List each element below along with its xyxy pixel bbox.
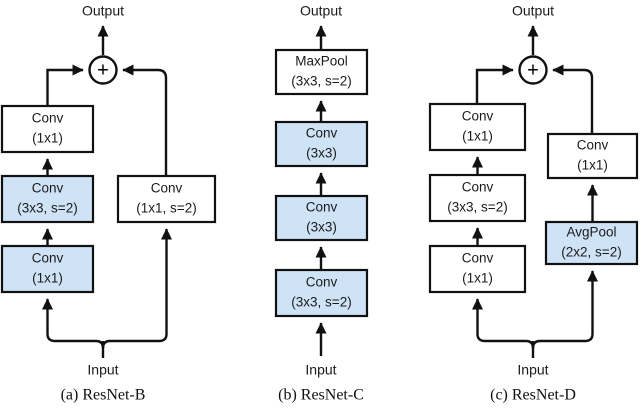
block-line2: (1x1) xyxy=(462,129,493,144)
output-label: Output xyxy=(300,3,342,19)
block-conv-3x3-second: Conv (3x3) xyxy=(274,194,369,242)
input-label: Input xyxy=(517,362,548,378)
block-line2: (1x1, s=2) xyxy=(136,201,196,216)
block-conv-3x3-s2: Conv (3x3, s=2) xyxy=(274,268,369,318)
block-conv-1x1-top: Conv (1x1) xyxy=(0,104,95,154)
block-line1: Conv xyxy=(32,251,64,266)
block-line2: (1x1) xyxy=(32,271,63,286)
block-conv-1x1-bottom: Conv (1x1) xyxy=(0,244,95,294)
block-line1: Conv xyxy=(306,126,338,141)
block-conv-3x3-s2: Conv (3x3, s=2) xyxy=(428,173,527,223)
block-rect xyxy=(428,244,527,294)
panel-resnet-c: Output MaxPool (3x3, s=2) Conv (3x3) Con… xyxy=(274,3,369,404)
block-rect xyxy=(0,104,95,154)
block-line1: Conv xyxy=(577,138,609,153)
input-label: Input xyxy=(305,362,336,378)
block-line2: (3x3) xyxy=(306,220,337,235)
block-line1: Conv xyxy=(462,109,494,124)
panel-resnet-d: Output + Conv (1x1) Conv (3x3, s=2) Conv… xyxy=(428,3,639,404)
block-maxpool-3x3-s2: MaxPool (3x3, s=2) xyxy=(274,48,369,96)
merge-plus-symbol: + xyxy=(97,60,109,82)
panel-resnet-b: Output + Conv (1x1) Conv (3x3, s=2) Conv… xyxy=(0,3,217,404)
wire-shortcut-to-merge xyxy=(122,64,168,176)
block-rect xyxy=(274,48,369,96)
panel-caption: (b) ResNet-C xyxy=(278,387,364,404)
block-line2: (3x3) xyxy=(306,146,337,161)
block-line2: (1x1) xyxy=(462,271,493,286)
block-line2: (3x3, s=2) xyxy=(291,74,351,89)
block-line1: Conv xyxy=(151,181,183,196)
panel-caption: (c) ResNet-D xyxy=(490,387,576,404)
block-conv-3x3-third: Conv (3x3) xyxy=(274,120,369,168)
output-label: Output xyxy=(512,3,554,19)
block-line1: Conv xyxy=(306,275,338,290)
wire-left-branch-to-merge xyxy=(46,64,84,106)
block-line2: (1x1) xyxy=(577,158,608,173)
block-line2: (2x2, s=2) xyxy=(561,245,621,260)
input-label: Input xyxy=(87,362,118,378)
block-rect xyxy=(0,244,95,294)
block-conv-1x1-shortcut: Conv (1x1) xyxy=(546,132,639,180)
output-label: Output xyxy=(82,3,124,19)
block-line1: AvgPool xyxy=(566,225,616,240)
block-line1: Conv xyxy=(462,180,494,195)
block-rect xyxy=(428,173,527,223)
block-rect xyxy=(116,174,217,224)
block-line1: Conv xyxy=(306,200,338,215)
wire-input-to-avgpool xyxy=(531,288,594,349)
merge-add-circle xyxy=(88,55,118,85)
block-line1: Conv xyxy=(32,111,64,126)
block-line1: Conv xyxy=(462,251,494,266)
block-rect xyxy=(0,174,95,224)
block-avgpool-2x2-s2: AvgPool (2x2, s=2) xyxy=(544,220,639,266)
panel-caption: (a) ResNet-B xyxy=(61,387,146,404)
block-conv-1x1-bottom: Conv (1x1) xyxy=(428,244,527,294)
block-rect xyxy=(274,194,369,242)
block-rect xyxy=(274,120,369,168)
block-conv-3x3-s2: Conv (3x3, s=2) xyxy=(0,174,95,224)
block-conv-1x1-top: Conv (1x1) xyxy=(428,102,527,152)
block-line2: (3x3, s=2) xyxy=(17,201,77,216)
merge-add-circle xyxy=(518,55,548,85)
wire-input-to-left-branch xyxy=(476,316,535,349)
merge-plus-symbol: + xyxy=(527,60,539,82)
wire-shortcut-to-merge xyxy=(552,64,594,134)
wire-input-to-left-branch xyxy=(46,316,105,349)
wire-input-to-shortcut xyxy=(101,246,168,349)
block-line1: Conv xyxy=(32,181,64,196)
block-line2: (3x3, s=2) xyxy=(291,295,351,310)
block-line2: (3x3, s=2) xyxy=(447,200,507,215)
block-line2: (1x1) xyxy=(32,131,63,146)
wire-left-branch-to-merge xyxy=(475,64,514,104)
block-line1: MaxPool xyxy=(295,54,348,69)
block-conv-1x1-s2-shortcut: Conv (1x1, s=2) xyxy=(116,174,217,224)
block-rect xyxy=(544,220,639,266)
block-rect xyxy=(546,132,639,180)
block-rect xyxy=(274,268,369,318)
block-rect xyxy=(428,102,527,152)
